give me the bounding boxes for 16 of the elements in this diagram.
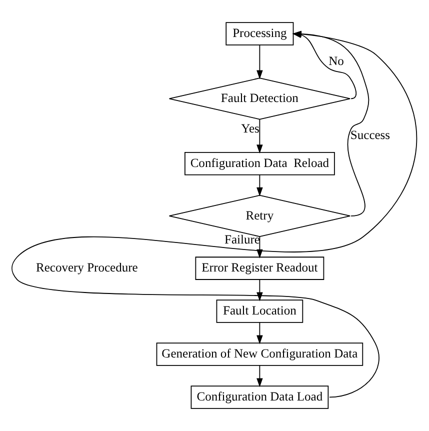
arrow <box>256 174 263 196</box>
node-diamond: Fault Detection <box>168 78 351 120</box>
arrow <box>256 44 263 80</box>
node-box: Configuration Data Reload <box>184 152 335 176</box>
node-box: Fault Location <box>216 300 304 323</box>
edge-label: Yes <box>241 122 260 136</box>
label: Recovery Procedure <box>36 260 138 275</box>
arrow <box>256 322 263 344</box>
edge-label: Success <box>350 128 390 142</box>
arrow <box>256 119 263 154</box>
edge-label: No <box>328 54 344 68</box>
node-box: Configuration Data Load <box>190 386 329 409</box>
node-box: Processing <box>226 22 294 46</box>
node-box: Error Register Readout <box>195 256 324 280</box>
node-box: Generation of New Configuration Data <box>156 342 364 366</box>
arrow <box>256 365 263 388</box>
